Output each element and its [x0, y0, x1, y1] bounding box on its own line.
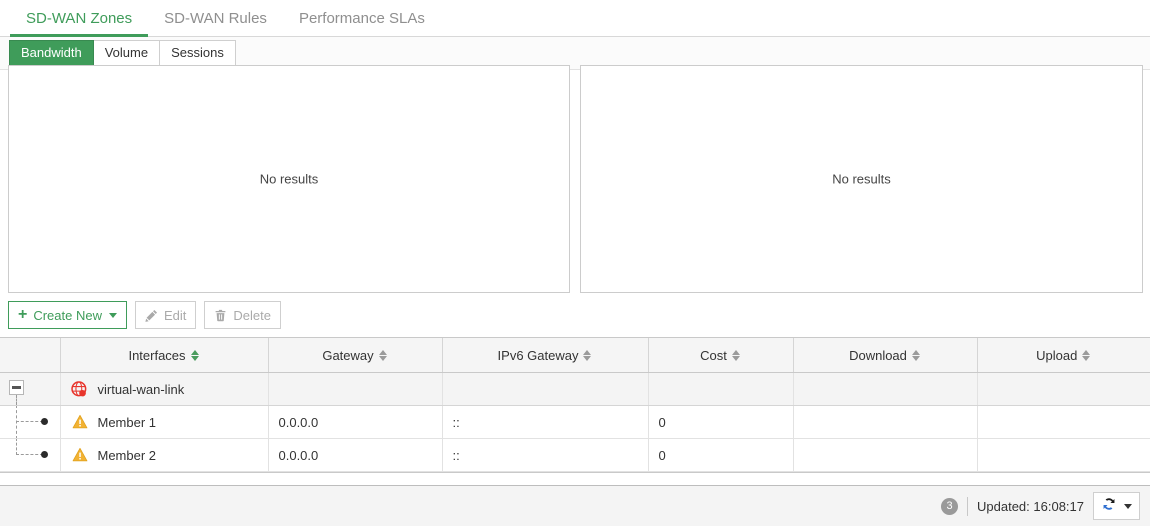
tree-node-dot: [41, 418, 48, 425]
cell-interfaces: Member 2: [60, 438, 269, 472]
tree-line: [16, 395, 17, 405]
cell-upload: [977, 372, 1150, 406]
cell-interfaces-text: virtual-wan-link: [97, 381, 185, 397]
left-chart-empty-message: No results: [259, 171, 319, 187]
cell-download: [793, 438, 978, 472]
tree-line: [16, 405, 17, 438]
table-row[interactable]: Member 1 0.0.0.0 :: 0: [0, 405, 1150, 439]
bandwidth-chart-panel-right: No results: [580, 65, 1143, 293]
right-chart-empty-message: No results: [832, 171, 891, 187]
create-new-button[interactable]: + Create New: [8, 301, 127, 329]
column-header-cost-label: Cost: [700, 347, 727, 363]
subtab-volume[interactable]: Volume: [93, 40, 161, 66]
cell-cost: [648, 372, 794, 406]
column-header-ipv6-gateway[interactable]: IPv6 Gateway: [442, 338, 649, 373]
cell-cost: 0: [648, 438, 794, 472]
tab-sdwan-rules-label: SD-WAN Rules: [164, 10, 267, 27]
sort-arrows-ipv6-gateway[interactable]: [583, 349, 592, 362]
tree-branch-line: [16, 454, 43, 455]
cell-gateway: [268, 372, 443, 406]
interfaces-grid: Interfaces Gateway IPv6 Gateway Cost Dow…: [0, 337, 1150, 473]
cell-cost: 0: [648, 405, 794, 439]
tree-cell-parent: [0, 372, 61, 406]
table-row[interactable]: virtual-wan-link: [0, 372, 1150, 406]
column-header-tree: [0, 338, 61, 373]
column-header-upload[interactable]: Upload: [977, 338, 1150, 373]
cell-interfaces-text: Member 2: [97, 447, 157, 463]
sort-arrows-upload[interactable]: [1082, 349, 1091, 362]
subtab-sessions[interactable]: Sessions: [160, 40, 236, 66]
column-header-interfaces-label: Interfaces: [128, 347, 186, 363]
tab-performance-slas-label: Performance SLAs: [298, 10, 425, 27]
status-bar: 3 Updated: 16:08:17: [0, 485, 1150, 526]
bandwidth-chart-panel-left: No results: [8, 65, 570, 293]
cell-ipv6-gateway: [442, 372, 649, 406]
warning-triangle-icon: [71, 413, 89, 431]
column-header-gateway-label: Gateway: [322, 347, 374, 363]
tree-line: [16, 438, 17, 455]
tab-performance-slas[interactable]: Performance SLAs: [283, 11, 441, 36]
tree-branch-line: [16, 421, 43, 422]
status-badge[interactable]: 3: [941, 497, 959, 515]
tab-sdwan-zones[interactable]: SD-WAN Zones: [10, 10, 149, 37]
cell-ipv6-gateway: ::: [442, 438, 649, 472]
create-new-label: Create New: [33, 307, 102, 323]
refresh-button[interactable]: [1093, 492, 1140, 520]
cell-interfaces: virtual-wan-link: [60, 372, 269, 406]
edit-button[interactable]: Edit: [134, 301, 197, 329]
edit-label: Edit: [163, 307, 187, 323]
sort-arrows-cost[interactable]: [731, 349, 741, 362]
sort-arrows-download[interactable]: [911, 349, 921, 362]
column-header-download[interactable]: Download: [793, 338, 978, 373]
cell-upload: [977, 405, 1150, 439]
cell-interfaces-text: Member 1: [97, 414, 157, 430]
delete-button[interactable]: Delete: [204, 301, 281, 329]
grid-toolbar: + Create New Edit Delete: [8, 301, 289, 329]
sub-tab-bar: Bandwidth Volume Sessions: [0, 37, 1150, 70]
chevron-down-icon: [108, 312, 117, 318]
updated-timestamp: Updated: 16:08:17: [977, 498, 1084, 514]
refresh-icon: [1101, 496, 1117, 517]
pencil-icon: [145, 309, 158, 322]
cell-ipv6-gateway: ::: [442, 405, 649, 439]
chevron-down-icon: [1124, 503, 1132, 509]
column-header-interfaces[interactable]: Interfaces: [60, 338, 269, 373]
sdwan-zone-down-icon: [71, 380, 89, 398]
subtab-bandwidth[interactable]: Bandwidth: [9, 40, 94, 66]
collapse-expander-icon[interactable]: [9, 380, 24, 395]
column-header-upload-label: Upload: [1036, 347, 1078, 363]
tab-sdwan-rules[interactable]: SD-WAN Rules: [148, 11, 283, 36]
charts-row: No results No results: [8, 65, 1143, 293]
tree-cell-child: [0, 405, 61, 439]
sort-arrows-gateway[interactable]: [378, 349, 388, 362]
column-header-cost[interactable]: Cost: [648, 338, 794, 373]
chart-mode-button-group: Bandwidth Volume Sessions: [9, 40, 236, 66]
cell-gateway: 0.0.0.0: [268, 405, 443, 439]
sort-arrows-interfaces[interactable]: [190, 349, 200, 362]
cell-gateway: 0.0.0.0: [268, 438, 443, 472]
cell-interfaces: Member 1: [60, 405, 269, 439]
tree-node-dot: [41, 451, 48, 458]
warning-triangle-icon: [71, 446, 89, 464]
trash-icon: [214, 309, 227, 322]
delete-label: Delete: [233, 307, 271, 323]
column-header-ipv6-gateway-label: IPv6 Gateway: [497, 347, 579, 363]
tab-sdwan-zones-label: SD-WAN Zones: [26, 10, 133, 27]
grid-header-row: Interfaces Gateway IPv6 Gateway Cost Dow…: [0, 338, 1150, 373]
cell-upload: [977, 438, 1150, 472]
plus-icon: +: [18, 306, 28, 323]
column-header-download-label: Download: [849, 347, 907, 363]
column-header-gateway[interactable]: Gateway: [268, 338, 443, 373]
main-tab-bar: SD-WAN Zones SD-WAN Rules Performance SL…: [0, 0, 1150, 37]
table-row[interactable]: Member 2 0.0.0.0 :: 0: [0, 438, 1150, 472]
cell-download: [793, 405, 978, 439]
tree-cell-child: [0, 438, 61, 472]
status-divider: [967, 496, 969, 516]
cell-download: [793, 372, 978, 406]
